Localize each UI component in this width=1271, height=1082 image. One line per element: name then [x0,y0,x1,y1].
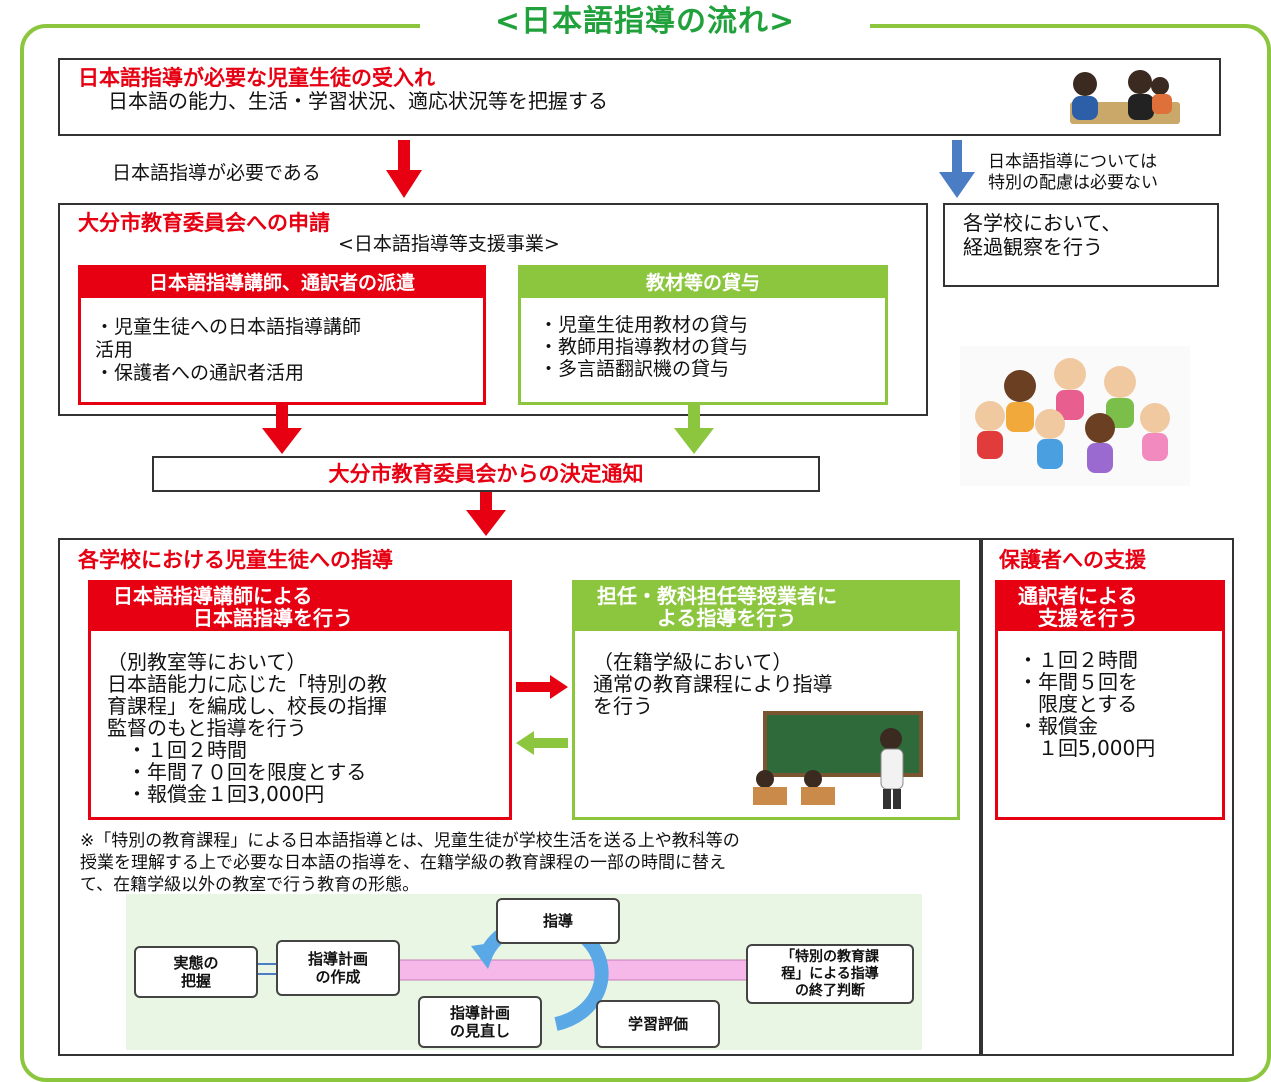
special-curriculum-note: ※「特別の教育課程」による日本語指導とは、児童生徒が学校生活を送る上や教科等の … [80,831,740,895]
cycle-review: 指導計画 の見直し [418,996,542,1048]
interpreter-text: ・１回２時間 ・年間５回を 限度とする ・報償金 １回5,000円 [1018,648,1156,760]
school-guidance-box: 各学校における児童生徒への指導 日本語指導講師による 日本語指導を行う （別教室… [58,538,981,1056]
teacher-text: （在籍学級において） 通常の教育課程により指導 を行う [593,650,833,718]
children-illustration [960,346,1190,486]
dispatch-box: 日本語指導講師、通訳者の派遣 ・児童生徒への日本語指導講師 活用 ・保護者への通… [78,265,486,405]
parent-support-box: 保護者への支援 通訳者による 支援を行う ・１回２時間 ・年間５回を 限度とする… [981,538,1234,1056]
cycle-evaluate: 学習評価 [596,1000,720,1048]
intake-heading: 日本語指導が必要な児童生徒の受入れ [78,66,435,90]
application-heading: 大分市教育委員会への申請 [78,211,330,235]
interpreter-box: 通訳者による 支援を行う ・１回２時間 ・年間５回を 限度とする ・報償金 １回… [995,580,1225,820]
dispatch-title: 日本語指導講師、通訳者の派遣 [81,268,483,298]
arrow-down-green [674,402,714,454]
application-subheading: <日本語指導等支援事業> [338,233,560,255]
intake-text: 日本語の能力、生活・学習状況、適応状況等を把握する [108,89,608,113]
school-guidance-heading: 各学校における児童生徒への指導 [78,548,393,572]
exchange-arrows [516,675,568,755]
instructor-box: 日本語指導講師による 日本語指導を行う （別教室等において） 日本語能力に応じた… [88,580,512,820]
observation-text: 各学校において、 経過観察を行う [963,211,1122,259]
arrow-down-red-2 [262,402,302,454]
dispatch-text: ・児童生徒への日本語指導講師 活用 ・保護者への通訳者活用 [95,316,362,384]
lending-title: 教材等の貸与 [521,268,885,298]
cycle-grasp: 実態の 把握 [134,946,258,998]
lending-text: ・児童生徒用教材の貸与 ・教師用指導教材の貸与 ・多言語翻訳機の貸与 [539,314,749,380]
instructor-title: 日本語指導講師による 日本語指導を行う [91,583,509,631]
observation-box: 各学校において、 経過観察を行う [943,203,1219,287]
application-box: 大分市教育委員会への申請 <日本語指導等支援事業> 日本語指導講師、通訳者の派遣… [58,203,928,416]
decision-notice: 大分市教育委員会からの決定通知 [328,462,644,486]
arrow-down-blue [939,140,975,198]
branch-needed-label: 日本語指導が必要である [112,162,321,184]
arrow-down-red-1 [386,140,422,198]
cycle-end-judgment: 「特別の教育課 程」による指導 の終了判断 [746,944,914,1004]
classroom-illustration [753,711,923,809]
page-title: <日本語指導の流れ> [420,2,870,42]
interpreter-title: 通訳者による 支援を行う [998,583,1222,631]
arrow-down-red-3 [466,492,506,536]
instructor-text: （別教室等において） 日本語能力に応じた「特別の教 育課程」を編成し、校長の指揮… [107,650,387,806]
cycle-diagram: 実態の 把握 指導計画 の作成 指導 学習評価 指導計画 の見直し 「特別の教育… [126,894,922,1050]
cycle-guide: 指導 [496,898,620,944]
parent-support-heading: 保護者への支援 [999,548,1146,572]
branch-not-needed-label: 日本語指導については 特別の配慮は必要ない [988,152,1158,193]
cycle-plan: 指導計画 の作成 [276,940,400,996]
teacher-box: 担任・教科担任等授業者に よる指導を行う （在籍学級において） 通常の教育課程に… [572,580,960,820]
lending-box: 教材等の貸与 ・児童生徒用教材の貸与 ・教師用指導教材の貸与 ・多言語翻訳機の貸… [518,265,888,405]
intake-box: 日本語指導が必要な児童生徒の受入れ 日本語の能力、生活・学習状況、適応状況等を把… [58,58,1221,136]
decision-box: 大分市教育委員会からの決定通知 [152,456,820,492]
interview-illustration [1070,70,1180,124]
teacher-title: 担任・教科担任等授業者に よる指導を行う [575,583,957,631]
